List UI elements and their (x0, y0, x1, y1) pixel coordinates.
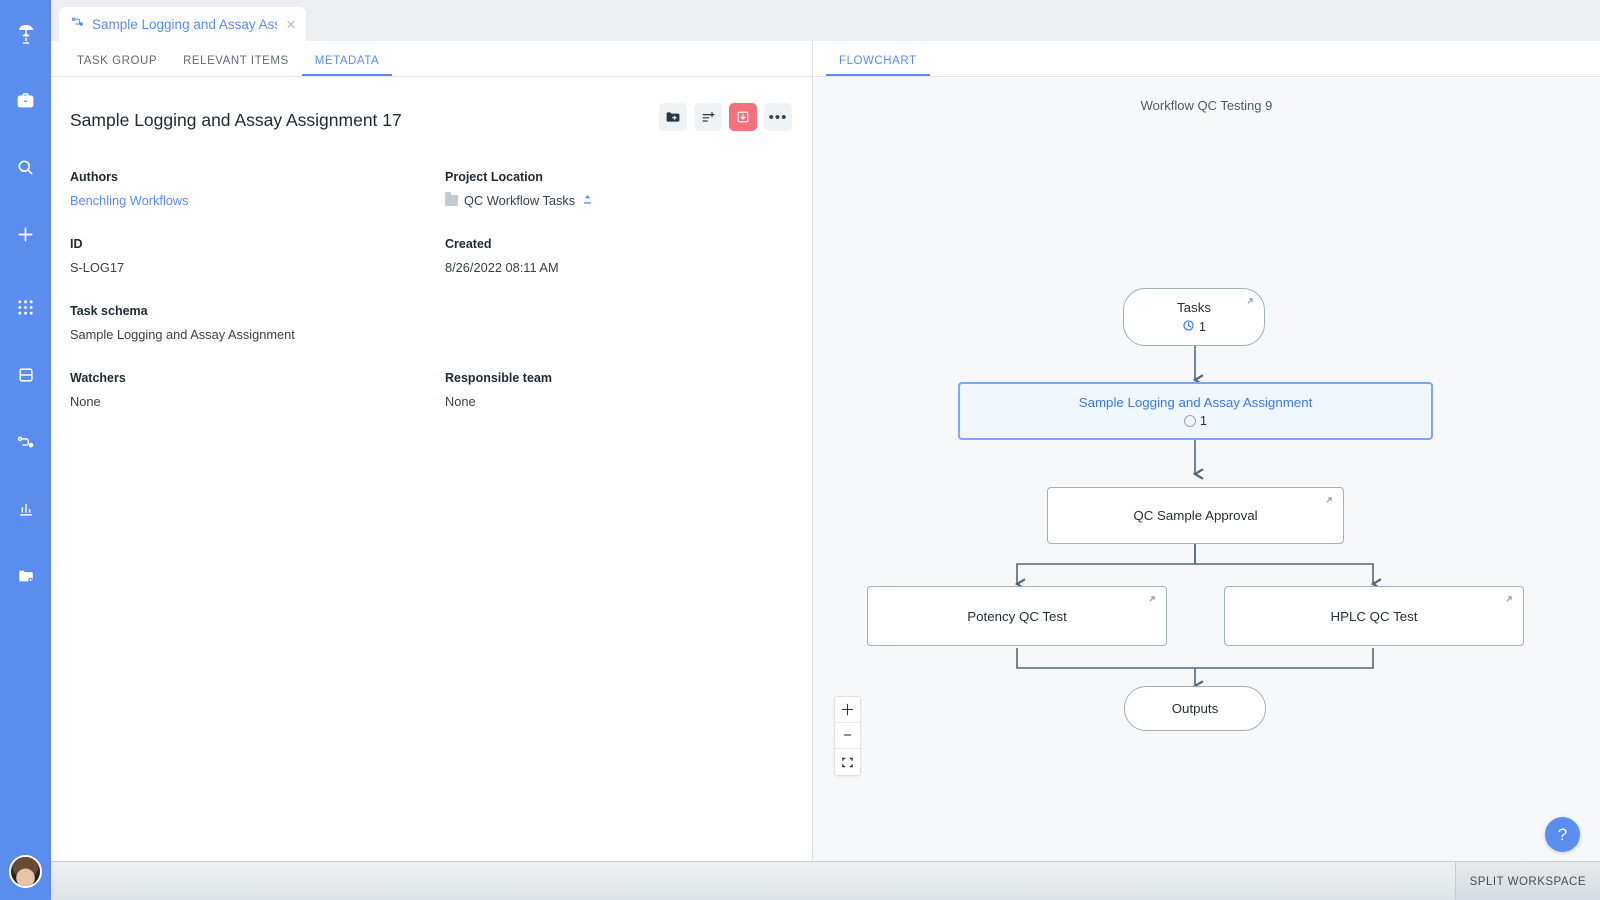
split-workspace-button[interactable]: SPLIT WORKSPACE (1454, 862, 1600, 900)
workflow-icon (71, 15, 85, 34)
field-value-task-schema: Sample Logging and Assay Assignment (70, 326, 295, 342)
flow-node-potency-qc-test[interactable]: Potency QC Test (867, 586, 1167, 646)
insights-chart-icon[interactable] (0, 483, 51, 534)
tab-relevant-items[interactable]: RELEVANT ITEMS (183, 55, 289, 67)
expand-icon[interactable] (1244, 295, 1256, 310)
field-value-authors[interactable]: Benchling Workflows (70, 192, 189, 208)
apps-grid-icon[interactable] (0, 282, 51, 333)
tab-metadata[interactable]: METADATA (301, 55, 393, 76)
archive-button[interactable] (729, 103, 757, 131)
more-options-button[interactable]: ••• (764, 103, 792, 131)
flow-node-label: HPLC QC Test (1330, 608, 1418, 624)
field-id: ID S-LOG17 (70, 237, 445, 282)
zoom-in-button[interactable]: ＋ (835, 697, 860, 723)
left-pane-tabs: TASK GROUP RELEVANT ITEMS METADATA (51, 41, 812, 77)
workflows-icon[interactable] (0, 416, 51, 467)
benchling-logo-icon[interactable] (0, 8, 51, 59)
ellipsis-icon: ••• (768, 108, 788, 126)
user-avatar[interactable] (9, 855, 42, 888)
bottom-status-bar: SPLIT WORKSPACE (51, 861, 1600, 900)
field-spacer (445, 304, 782, 349)
field-responsible-team: Responsible team None (445, 371, 782, 416)
tab-title: Sample Logging and Assay Ass... (92, 16, 277, 32)
flow-node-label: Tasks (1177, 299, 1211, 315)
tab-task-group[interactable]: TASK GROUP (77, 55, 158, 67)
field-label: Responsible team (445, 370, 552, 385)
field-value-watchers: None (70, 393, 101, 409)
field-label: ID (70, 236, 83, 251)
sort-filter-button[interactable] (694, 103, 722, 131)
help-button[interactable]: ? (1545, 817, 1580, 852)
flow-node-outputs[interactable]: Outputs (1124, 686, 1266, 731)
document-tab[interactable]: Sample Logging and Assay Ass... × (59, 7, 306, 41)
avatar-image (11, 857, 40, 886)
projects-folder-icon[interactable] (0, 550, 51, 601)
field-value-id: S-LOG17 (70, 259, 125, 275)
flowchart-pane: FLOWCHART Workflow QC Testing 9 (813, 41, 1600, 861)
flow-node-badge: 1 (1182, 319, 1206, 335)
folder-icon (445, 192, 458, 207)
flow-node-label: Outputs (1171, 701, 1219, 716)
flow-node-hplc-qc-test[interactable]: HPLC QC Test (1224, 586, 1524, 646)
page-title: Sample Logging and Assay Assignment 17 (70, 110, 402, 130)
global-sidebar (0, 0, 51, 900)
tab-flowchart[interactable]: FLOWCHART (826, 55, 930, 76)
field-task-schema: Task schema Sample Logging and Assay Ass… (70, 304, 445, 349)
circle-icon (1184, 414, 1197, 427)
flow-node-badge-value: 1 (1199, 319, 1206, 334)
field-label: Task schema (70, 303, 148, 318)
metadata-action-toolbar: ••• (659, 103, 792, 131)
field-label: Created (445, 236, 492, 251)
fit-view-button[interactable] (835, 749, 860, 775)
flow-node-qc-sample-approval[interactable]: QC Sample Approval (1047, 487, 1344, 544)
field-value-responsible-team: None (445, 393, 476, 409)
field-project-location: Project Location QC Workflow Tasks (445, 170, 782, 215)
flow-node-sample-logging[interactable]: Sample Logging and Assay Assignment 1 (958, 382, 1433, 440)
field-label: Authors (70, 169, 118, 184)
flow-node-badge-value: 1 (1200, 413, 1207, 428)
registry-icon[interactable] (0, 349, 51, 400)
right-pane-tabs: FLOWCHART (813, 41, 1600, 77)
expand-icon[interactable] (1146, 593, 1158, 608)
flow-node-label: Potency QC Test (967, 608, 1067, 624)
field-watchers: Watchers None (70, 371, 445, 416)
close-icon[interactable]: × (286, 14, 296, 34)
field-value-created: 8/26/2022 08:11 AM (445, 259, 559, 275)
metadata-body: Sample Logging and Assay Assignment 17 (51, 77, 812, 416)
flow-node-label: Sample Logging and Assay Assignment (1078, 394, 1313, 410)
metadata-pane: TASK GROUP RELEVANT ITEMS METADATA Sampl… (51, 41, 813, 861)
expand-icon[interactable] (1503, 593, 1515, 608)
search-icon[interactable] (0, 142, 51, 193)
field-label: Project Location (445, 169, 543, 184)
flowchart-title: Workflow QC Testing 9 (1140, 98, 1273, 113)
flow-node-tasks[interactable]: Tasks 1 (1123, 288, 1265, 346)
move-to-folder-button[interactable] (659, 103, 687, 131)
flowchart-edges (1014, 346, 1382, 692)
project-location-text: QC Workflow Tasks (464, 193, 576, 209)
field-label: Watchers (70, 370, 126, 385)
clock-icon (1182, 319, 1195, 335)
zoom-out-button[interactable]: − (835, 723, 860, 749)
field-authors: Authors Benchling Workflows (70, 170, 445, 215)
plus-icon[interactable] (0, 209, 51, 260)
flow-node-label: QC Sample Approval (1133, 508, 1258, 523)
notebook-icon[interactable] (0, 75, 51, 126)
flow-node-badge: 1 (1184, 414, 1207, 428)
move-up-icon[interactable] (581, 193, 594, 209)
tab-strip: Sample Logging and Assay Ass... × (51, 0, 1600, 41)
flowchart-zoom-controls: ＋ − (834, 696, 861, 776)
expand-icon[interactable] (1323, 494, 1335, 509)
field-value-project-location[interactable]: QC Workflow Tasks (445, 192, 782, 209)
field-created: Created 8/26/2022 08:11 AM (445, 237, 782, 282)
flowchart-canvas[interactable]: Workflow QC Testing 9 Tas (813, 78, 1600, 861)
metadata-field-grid: Authors Benchling Workflows Project Loca… (70, 170, 782, 416)
